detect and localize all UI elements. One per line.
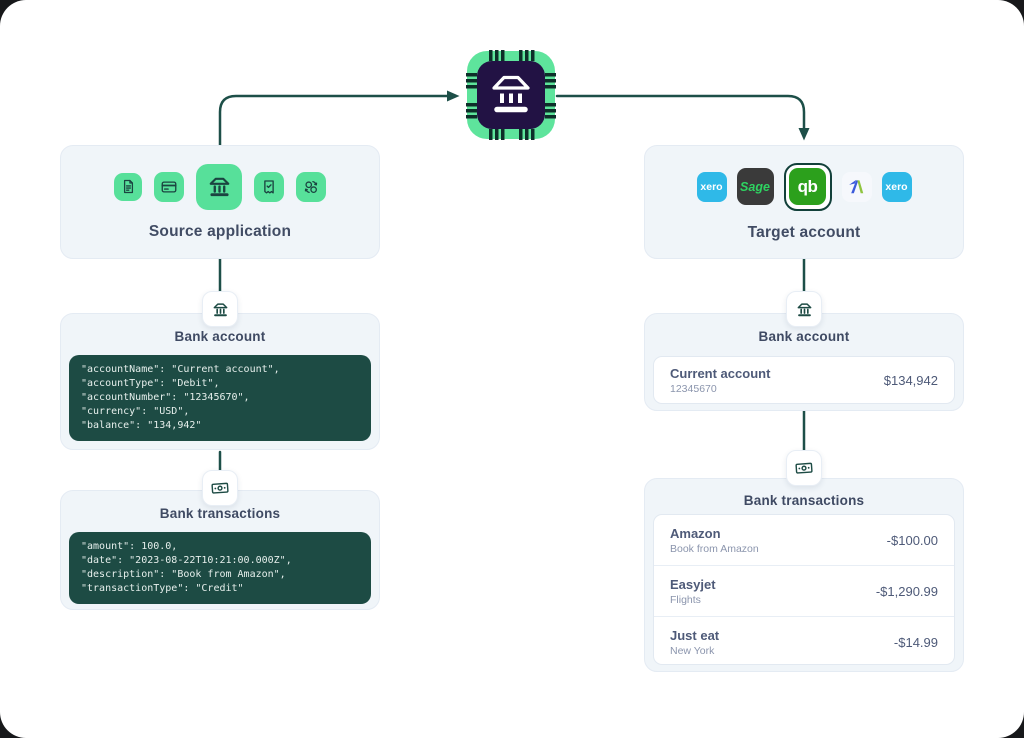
card-title: Bank account <box>61 329 379 344</box>
xero-label: xero <box>885 181 907 193</box>
quickbooks-logo: qb <box>789 168 826 205</box>
freeagent-icon[interactable] <box>842 172 872 202</box>
quickbooks-icon-selected[interactable]: qb <box>784 163 832 211</box>
transaction-info: Easyjet Flights <box>670 577 716 606</box>
code-line: "accountNumber": "12345670", <box>81 391 359 405</box>
banknote-icon <box>793 457 814 478</box>
sage-icon[interactable]: Sage <box>737 168 774 205</box>
code-line: "date": "2023-08-22T10:21:00.000Z", <box>81 554 359 568</box>
transaction-row: Amazon Book from Amazon -$100.00 <box>654 515 954 565</box>
account-number: 12345670 <box>670 383 770 395</box>
card-title: Bank transactions <box>645 493 963 508</box>
transaction-merchant: Just eat <box>670 628 719 643</box>
card-title: Bank account <box>645 329 963 344</box>
target-bank-account-card: Bank account Current account 12345670 $1… <box>644 313 964 411</box>
transaction-row: Easyjet Flights -$1,290.99 <box>654 565 954 616</box>
xero-icon[interactable]: xero <box>882 172 912 202</box>
target-icon-row: xero Sage qb xero <box>697 163 912 211</box>
transaction-description: New York <box>670 645 719 657</box>
bank-icon <box>211 300 230 319</box>
transaction-merchant: Amazon <box>670 526 759 541</box>
xero-icon[interactable]: xero <box>697 172 727 202</box>
bank-transactions-json: "amount": 100.0,"date": "2023-08-22T10:2… <box>69 532 371 604</box>
account-balance: $134,942 <box>884 373 938 388</box>
transaction-amount: -$1,290.99 <box>876 584 938 599</box>
transaction-info: Just eat New York <box>670 628 719 657</box>
target-bank-transactions-card: Bank transactions Amazon Book from Amazo… <box>644 478 964 672</box>
account-name: Current account <box>670 366 770 381</box>
transaction-merchant: Easyjet <box>670 577 716 592</box>
source-icon-row <box>114 164 326 210</box>
bank-icon <box>795 300 814 319</box>
account-row: Current account 12345670 $134,942 <box>654 357 954 403</box>
xero-label: xero <box>700 181 722 193</box>
credit-card-icon[interactable] <box>154 172 184 202</box>
code-line: "transactionType": "Credit" <box>81 582 359 596</box>
banknote-badge <box>202 470 238 506</box>
code-line: "amount": 100.0, <box>81 540 359 554</box>
bank-badge <box>786 291 822 327</box>
transaction-description: Book from Amazon <box>670 543 759 555</box>
bank-account-json: "accountName": "Current account","accoun… <box>69 355 371 441</box>
transaction-info: Amazon Book from Amazon <box>670 526 759 555</box>
document-icon[interactable] <box>114 173 142 201</box>
code-line: "accountType": "Debit", <box>81 377 359 391</box>
source-bank-transactions-card: Bank transactions "amount": 100.0,"date"… <box>60 490 380 610</box>
code-line: "accountName": "Current account", <box>81 363 359 377</box>
code-line: "balance": "134,942" <box>81 419 359 433</box>
banknote-icon <box>209 477 230 498</box>
target-account-panel: xero Sage qb xero Target account <box>644 145 964 259</box>
transaction-amount: -$14.99 <box>894 635 938 650</box>
currency-exchange-icon[interactable] <box>296 172 326 202</box>
target-panel-title: Target account <box>748 224 861 242</box>
source-application-panel: Source application <box>60 145 380 259</box>
code-line: "description": "Book from Amazon", <box>81 568 359 582</box>
transaction-description: Flights <box>670 594 716 606</box>
bank-badge <box>202 291 238 327</box>
sage-label: Sage <box>740 180 770 194</box>
banknote-badge <box>786 450 822 486</box>
transaction-row: Just eat New York -$14.99 <box>654 616 954 667</box>
bank-chip-icon <box>466 50 556 140</box>
transactions-list: Amazon Book from Amazon -$100.00 Easyjet… <box>653 514 955 665</box>
code-line: "currency": "USD", <box>81 405 359 419</box>
bank-icon[interactable] <box>196 164 242 210</box>
account-summary: Current account 12345670 $134,942 <box>653 356 955 404</box>
card-title: Bank transactions <box>61 506 379 521</box>
account-info: Current account 12345670 <box>670 366 770 395</box>
transaction-amount: -$100.00 <box>887 533 938 548</box>
receipt-check-icon[interactable] <box>254 172 284 202</box>
source-bank-account-card: Bank account "accountName": "Current acc… <box>60 313 380 450</box>
source-panel-title: Source application <box>149 223 291 241</box>
